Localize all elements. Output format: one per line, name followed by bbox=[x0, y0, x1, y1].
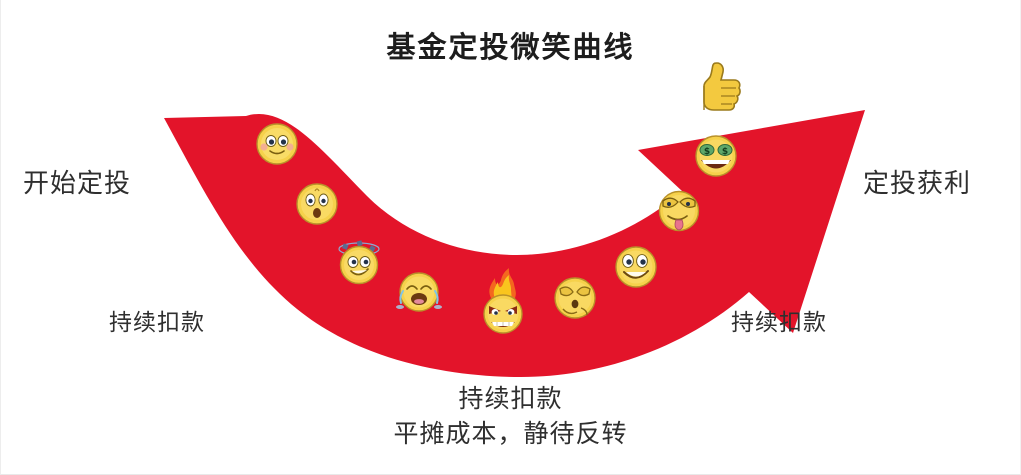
caption-line-1: 持续扣款 bbox=[458, 384, 563, 413]
emoji-happy-blushing-face bbox=[255, 122, 299, 166]
emoji-angry-flaming-face bbox=[477, 268, 529, 340]
caption-line-2: 平摊成本，静待反转 bbox=[393, 419, 628, 448]
red-curve-arrow-body bbox=[164, 110, 865, 377]
emoji-surprised-face bbox=[295, 182, 339, 226]
emoji-dizzy-stars-face bbox=[335, 238, 383, 286]
bottom-caption: 持续扣款 平摊成本，静待反转 bbox=[1, 382, 1020, 452]
label-start-investing: 开始定投 bbox=[23, 169, 132, 199]
label-continuous-deduction-right: 持续扣款 bbox=[731, 310, 827, 336]
svg-text:$: $ bbox=[704, 147, 710, 157]
emoji-tongue-out-face bbox=[654, 187, 704, 237]
emoji-thumbs-up-hand bbox=[694, 60, 746, 116]
emoji-money-eyes-face: $ $ bbox=[691, 131, 741, 181]
label-investment-profit: 定投获利 bbox=[863, 169, 972, 199]
emoji-crying-face bbox=[394, 268, 444, 318]
svg-text:$: $ bbox=[722, 147, 728, 157]
label-continuous-deduction-left: 持续扣款 bbox=[109, 310, 205, 336]
emoji-confused-squinting-face bbox=[549, 272, 601, 324]
page-title: 基金定投微笑曲线 bbox=[386, 30, 635, 64]
emoji-smiling-face bbox=[611, 242, 661, 292]
